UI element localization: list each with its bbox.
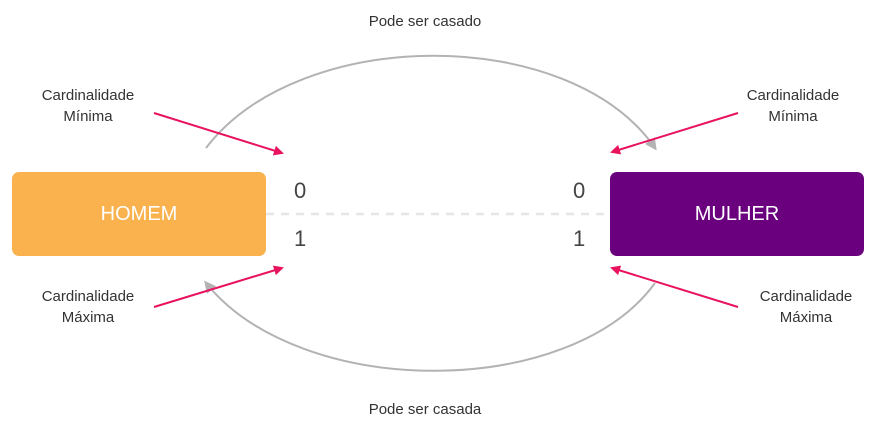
annotation-bottom-right-line2: Máxima: [779, 309, 833, 326]
cardinality-left-min: 0: [294, 178, 307, 203]
top-right-annotation-arrow: [610, 112, 739, 155]
bottom-relationship-label: Pode ser casada: [368, 401, 482, 418]
cardinality-right-min: 0: [573, 178, 586, 203]
annotation-bottom-left-line1: Cardinalidade: [41, 288, 135, 305]
bottom-left-annotation-arrow: [153, 265, 284, 308]
annotation-bottom-right: Cardinalidade Máxima: [746, 286, 866, 328]
annotation-top-right-line2: Mínima: [768, 108, 818, 125]
annotation-top-left-line2: Mínima: [63, 108, 113, 125]
cardinality-left-max: 1: [294, 226, 307, 251]
bottom-relationship-arc: [204, 280, 656, 372]
bottom-right-annotation-arrow: [610, 265, 739, 308]
annotation-top-right-line1: Cardinalidade: [746, 87, 840, 104]
annotation-top-right: Cardinalidade Mínima: [733, 85, 853, 127]
annotation-bottom-left-line2: Máxima: [61, 309, 115, 326]
annotation-bottom-right-line1: Cardinalidade: [759, 288, 853, 305]
entity-mulher-label: MULHER: [694, 202, 780, 225]
top-left-annotation-arrow: [153, 112, 284, 156]
entity-homem: HOMEM: [12, 172, 266, 256]
top-relationship-label: Pode ser casado: [368, 13, 482, 30]
entity-homem-label: HOMEM: [100, 202, 178, 225]
annotation-top-left-line1: Cardinalidade: [41, 87, 135, 104]
annotation-top-left: Cardinalidade Mínima: [28, 85, 148, 127]
annotation-bottom-left: Cardinalidade Máxima: [28, 286, 148, 328]
top-relationship-arc: [205, 54, 657, 151]
entity-mulher: MULHER: [610, 172, 864, 256]
cardinality-right-max: 1: [573, 226, 586, 251]
